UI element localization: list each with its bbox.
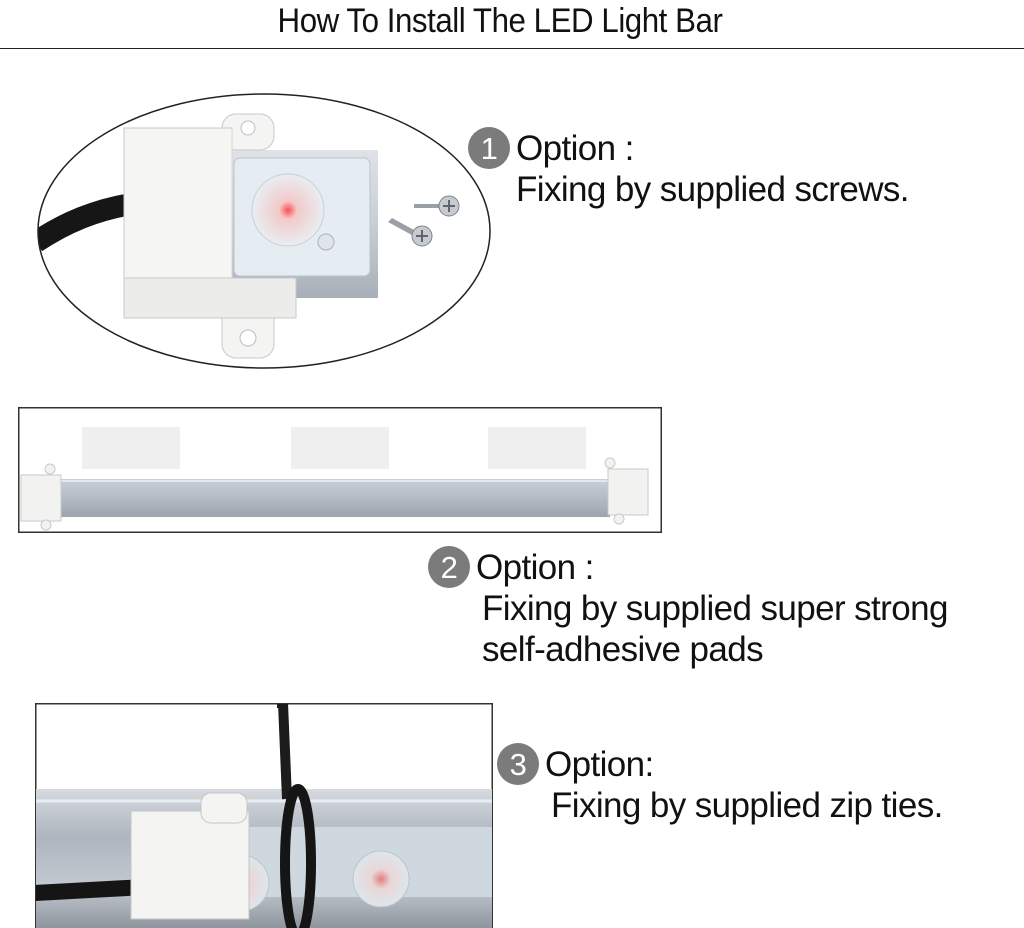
adhesive-pad <box>291 427 389 469</box>
option-description-line-1: Fixing by supplied super strong <box>482 589 948 628</box>
zip-tie-illustration <box>35 703 493 928</box>
option-number-badge: 3 <box>497 743 539 785</box>
screw-mount-illustration <box>37 93 491 369</box>
option-description-line-2: self-adhesive pads <box>482 630 764 669</box>
screw-icon <box>414 195 460 217</box>
option-description: Fixing by supplied screws. <box>516 170 910 209</box>
option-heading: Option: <box>545 744 654 784</box>
adhesive-pad <box>488 427 586 469</box>
adhesive-pad <box>82 427 180 469</box>
option-heading: Option : <box>476 547 594 587</box>
page-title: How To Install The LED Light Bar <box>277 2 723 40</box>
option-2: 2 Option : Fixing by supplied super stro… <box>428 546 948 670</box>
screw-icon <box>388 218 433 247</box>
option-3: 3 Option: Fixing by supplied zip ties. <box>497 743 943 826</box>
option-heading: Option : <box>516 128 634 168</box>
title-divider <box>0 48 1024 49</box>
option-number-badge: 2 <box>428 546 470 588</box>
option-1: 1 Option : Fixing by supplied screws. <box>468 127 910 210</box>
option-number-badge: 1 <box>468 127 510 169</box>
option-description: Fixing by supplied zip ties. <box>551 786 943 825</box>
adhesive-pads-illustration <box>18 407 662 533</box>
